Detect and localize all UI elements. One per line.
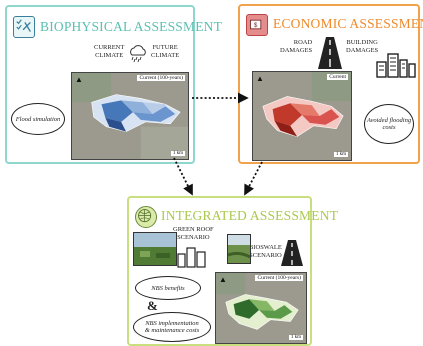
economic-damage-map: ▲ Current 1 km: [252, 71, 352, 161]
economic-map-label: Current: [327, 74, 348, 80]
bioswale-scenario-label: BIOSWALE SCENARIO: [249, 244, 282, 259]
cash-register-icon: $: [246, 14, 268, 36]
bioswale-photo: [227, 234, 251, 264]
integrated-map-label: Current (100-years): [255, 275, 303, 281]
ampersand-symbol: &: [147, 298, 158, 313]
road-damages-label: ROAD DAMAGES: [280, 39, 313, 54]
buildings-icon: [177, 246, 207, 273]
economic-title: ECONOMIC ASSESSMENT: [273, 16, 423, 31]
north-arrow-icon: ▲: [256, 74, 264, 83]
eco-to-int-arrow: [244, 161, 263, 196]
integrated-title: INTEGRATED ASSESSMENT: [161, 208, 339, 223]
green-roof-photo: [133, 232, 177, 266]
nbs-costs-note: NBS implementation & maintenance costs: [133, 312, 211, 342]
future-climate-label: FUTURE CLIMATE: [151, 44, 180, 59]
svg-text:$: $: [254, 23, 258, 29]
integrated-scenario-map: ▲ Current (100-years) 1 km: [215, 272, 307, 344]
biophysical-panel: BIOPHYSICAL ASSESSMENT CURRENT CLIMATE F…: [5, 5, 222, 164]
rain-cloud-icon: [127, 45, 149, 68]
integrated-scale-label: 1 km: [288, 335, 303, 340]
building-damages-label: BUILDING DAMAGES: [346, 39, 379, 54]
north-arrow-icon: ▲: [219, 275, 227, 284]
biophysical-flood-map: ▲ Current (100-years) 1 km: [71, 72, 189, 160]
current-climate-label: CURRENT CLIMATE: [94, 44, 125, 59]
green-roof-scenario-label: GREEN ROOF SCENARIO: [173, 226, 214, 241]
biophysical-title: BIOPHYSICAL ASSESSMENT: [40, 19, 223, 34]
checklist-tools-icon: [13, 16, 35, 38]
flood-simulation-note: Flood simulation: [11, 103, 65, 135]
road-icon: [279, 238, 305, 273]
nbs-benefits-note: NBS benefits: [135, 276, 201, 300]
globe-icon: [135, 206, 157, 228]
integrated-panel: INTEGRATED ASSESSMENT GREEN ROOF SCENARI…: [127, 196, 338, 346]
biophysical-map-label: Current (100-years): [137, 75, 185, 81]
buildings-icon: [376, 52, 416, 83]
economic-scale-label: 1 km: [333, 152, 348, 157]
biophysical-scale-label: 1 km: [170, 151, 185, 156]
north-arrow-icon: ▲: [75, 75, 83, 84]
road-icon: [316, 35, 344, 76]
economic-panel: $ ECONOMIC ASSESSMENT ROAD DAMAGES BUILD…: [238, 4, 423, 164]
avoided-flooding-costs-note: Avoided flooding costs: [364, 104, 414, 144]
